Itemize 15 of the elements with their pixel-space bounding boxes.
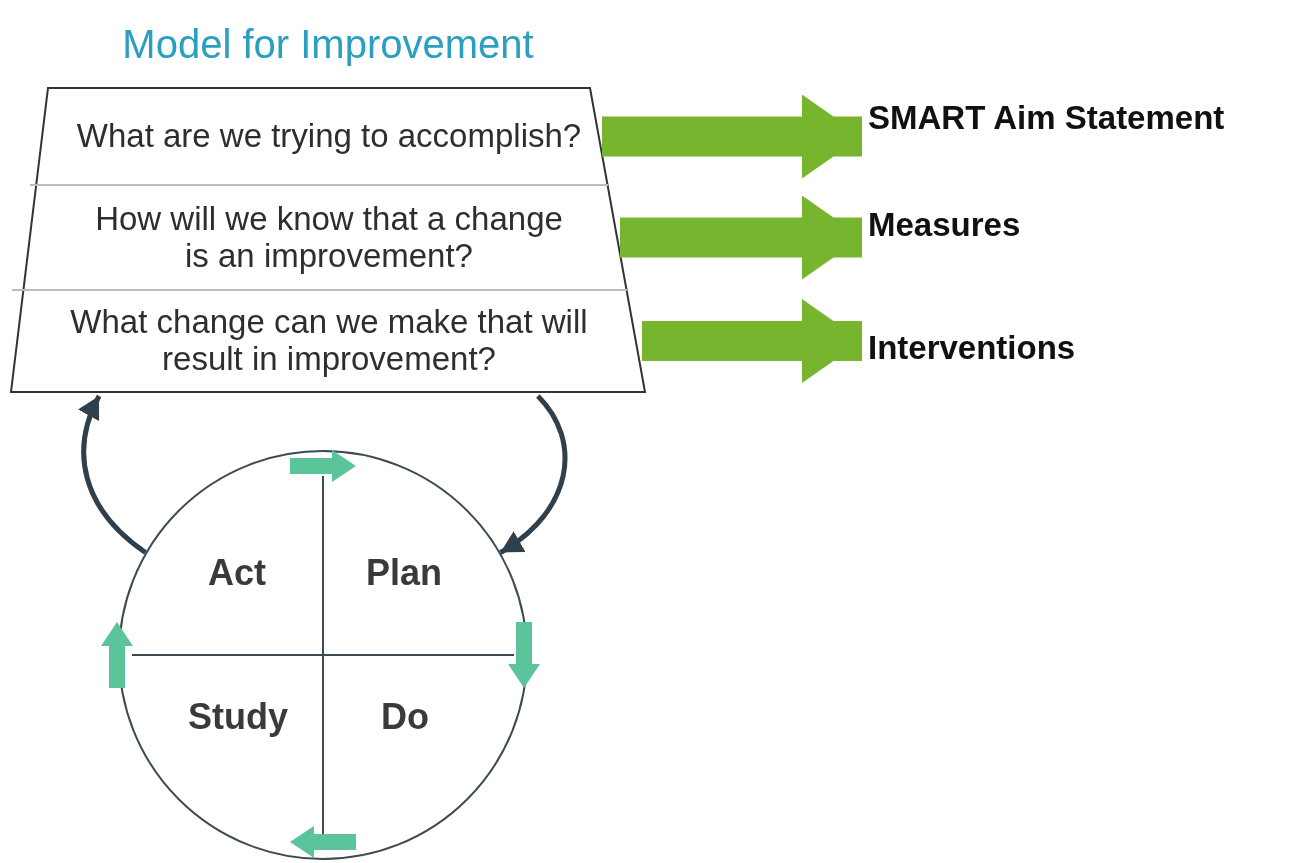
outcome-label: Measures xyxy=(868,201,1288,249)
heading-text: Model for Improvement xyxy=(121,21,535,68)
quadrant: Plan xyxy=(346,450,528,632)
arrow xyxy=(642,299,862,383)
arrow xyxy=(499,394,568,555)
question-text: What change can we make that will result in improvement? xyxy=(16,290,642,392)
question-text: How will we know that a change is an improvement? xyxy=(38,185,620,290)
quadrant: Study xyxy=(118,678,300,860)
outcome-label: SMART Aim Statement xyxy=(868,94,1288,142)
outcome-label: Interventions xyxy=(868,324,1288,372)
quadrant: Do xyxy=(346,678,528,860)
arrow xyxy=(602,94,862,179)
quadrant: Act xyxy=(118,450,300,632)
arrow xyxy=(78,394,147,555)
question-text: What are we trying to accomplish? xyxy=(58,88,602,185)
